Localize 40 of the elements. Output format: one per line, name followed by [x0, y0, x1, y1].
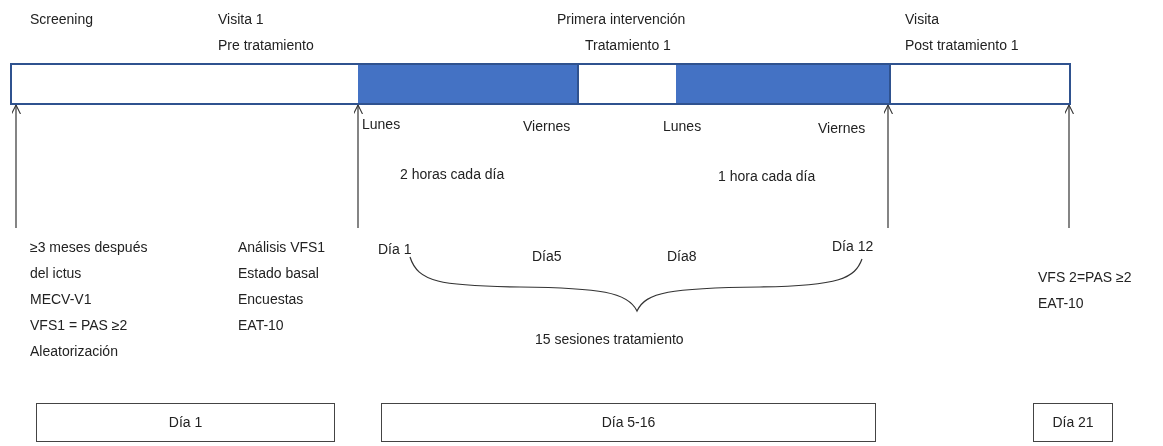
criteria-text: VFS1 = PAS ≥2 — [30, 316, 128, 334]
weekday-label: Viernes — [818, 119, 866, 137]
treatment-segment — [358, 63, 579, 105]
phase-label: Visita 1 — [218, 10, 264, 28]
duration-note: 1 hora cada día — [718, 167, 816, 185]
day-label: Día 12 — [832, 237, 874, 255]
day-label: Día8 — [667, 247, 697, 265]
assessment-text: EAT-10 — [238, 316, 284, 334]
assessment-text: VFS 2=PAS ≥2 — [1038, 268, 1132, 286]
assessment-text: EAT-10 — [1038, 294, 1084, 312]
treatment-segment — [676, 63, 891, 105]
phase-label: Pre tratamiento — [218, 36, 314, 54]
weekday-label: Lunes — [663, 117, 702, 135]
arrow — [1063, 104, 1075, 229]
assessment-text: Análisis VFS1 — [238, 238, 326, 256]
assessment-text: Estado basal — [238, 264, 319, 282]
criteria-text: Aleatorización — [30, 342, 118, 360]
phase-label: Visita — [905, 10, 939, 28]
arrow — [10, 104, 22, 229]
day-box: Día 1 — [36, 403, 335, 442]
arrow — [882, 104, 894, 229]
weekday-label: Lunes — [362, 115, 401, 133]
duration-note: 2 horas cada día — [400, 165, 505, 183]
phase-label: Screening — [30, 10, 94, 28]
day-label: Día 1 — [378, 240, 412, 258]
day-box: Día 21 — [1033, 403, 1113, 442]
assessment-text: Encuestas — [238, 290, 304, 308]
day-box: Día 5-16 — [381, 403, 876, 442]
arrow — [352, 104, 364, 229]
phase-label: Post tratamiento 1 — [905, 36, 1019, 54]
timeline-segment — [579, 63, 676, 105]
sessions-label: 15 sesiones tratamiento — [535, 330, 684, 348]
phase-label: Tratamiento 1 — [585, 36, 671, 54]
phase-label: Primera intervención — [557, 10, 686, 28]
timeline-segment — [10, 63, 358, 105]
criteria-text: MECV-V1 — [30, 290, 92, 308]
weekday-label: Viernes — [523, 117, 571, 135]
timeline-segment — [891, 63, 1071, 105]
criteria-text: ≥3 meses después del ictus — [30, 238, 149, 283]
day-label: Día5 — [532, 247, 562, 265]
